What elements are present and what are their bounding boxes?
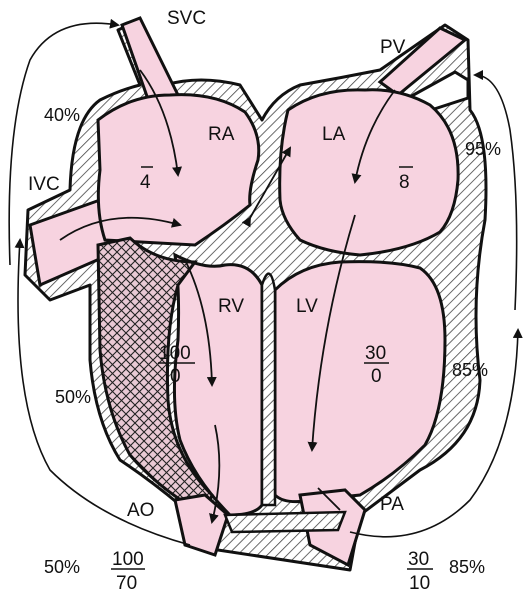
flow-lv-to-pa: [317, 487, 341, 511]
la-label: LA: [322, 124, 346, 145]
flow-svc-to-ra: [139, 69, 182, 177]
saturation-mid-left: 50%: [55, 387, 91, 407]
saturation-mid-right: 85%: [452, 360, 488, 380]
la-pressure: 8: [399, 166, 413, 193]
pa-pressure: 30 10: [407, 549, 433, 594]
saturation-bottom-left: 50%: [44, 557, 80, 577]
svc-label: SVC: [167, 8, 206, 29]
chamber-labels: SVC IVC PV RA LA RV LV AO PA: [28, 8, 406, 521]
intracardiac-flow-arrows: [59, 69, 396, 524]
outer-arrow-right-lower: [349, 328, 523, 538]
flow-la-to-lv: [307, 214, 356, 452]
ra-label: RA: [208, 124, 235, 145]
lv-pressure-systolic: 30: [365, 343, 386, 364]
oxygen-saturations: 40% 50% 50% 95% 85% 85%: [44, 105, 501, 577]
outer-arrow-left-lower: [14, 238, 191, 546]
la-pressure-value: 8: [399, 172, 410, 193]
aorta-wall-crosshatch: [96, 236, 214, 518]
lv-label: LV: [296, 296, 318, 317]
ao-pressure-systolic: 100: [112, 549, 144, 570]
flow-ivc-to-ra: [59, 216, 182, 241]
outer-arrow-right-upper: [473, 70, 518, 311]
ra-pressure-value: 4: [140, 172, 151, 193]
flow-shunt-ra-la: [241, 146, 291, 228]
pv-label: PV: [380, 37, 406, 58]
ao-pressure: 100 70: [111, 549, 145, 594]
ivc-label: IVC: [28, 174, 60, 195]
flow-pv-to-la: [351, 89, 396, 184]
pa-label: PA: [380, 494, 404, 515]
lv-pressure: 30 0: [364, 343, 389, 387]
saturation-bottom-right: 85%: [449, 557, 485, 577]
systemic-circulation-arrows: [8, 18, 523, 546]
la-cavity: [278, 88, 460, 257]
ao-pressure-diastolic: 70: [116, 573, 137, 594]
rv-label: RV: [218, 296, 244, 317]
rv-pressure-diastolic: 0: [170, 366, 181, 387]
ra-pressure: 4: [140, 166, 153, 193]
flow-ra-to-rv: [184, 259, 217, 387]
pa-pressure-systolic: 30: [408, 549, 429, 570]
interventricular-septum: [260, 272, 277, 507]
saturation-upper-left: 40%: [44, 105, 80, 125]
outer-arrow-left-upper: [8, 18, 120, 266]
lv-pressure-diastolic: 0: [371, 366, 382, 387]
rv-pressure: 100 0: [158, 343, 195, 387]
flow-rv-to-ao: [209, 424, 221, 524]
saturation-upper-right: 95%: [465, 139, 501, 159]
ao-label: AO: [127, 500, 154, 521]
pa-pressure-diastolic: 10: [409, 573, 430, 594]
rv-pressure-systolic: 100: [159, 343, 191, 364]
pressure-values: 4 8 100 0 30 0 100 70 30 10: [111, 166, 433, 594]
septum-base: [223, 510, 347, 534]
